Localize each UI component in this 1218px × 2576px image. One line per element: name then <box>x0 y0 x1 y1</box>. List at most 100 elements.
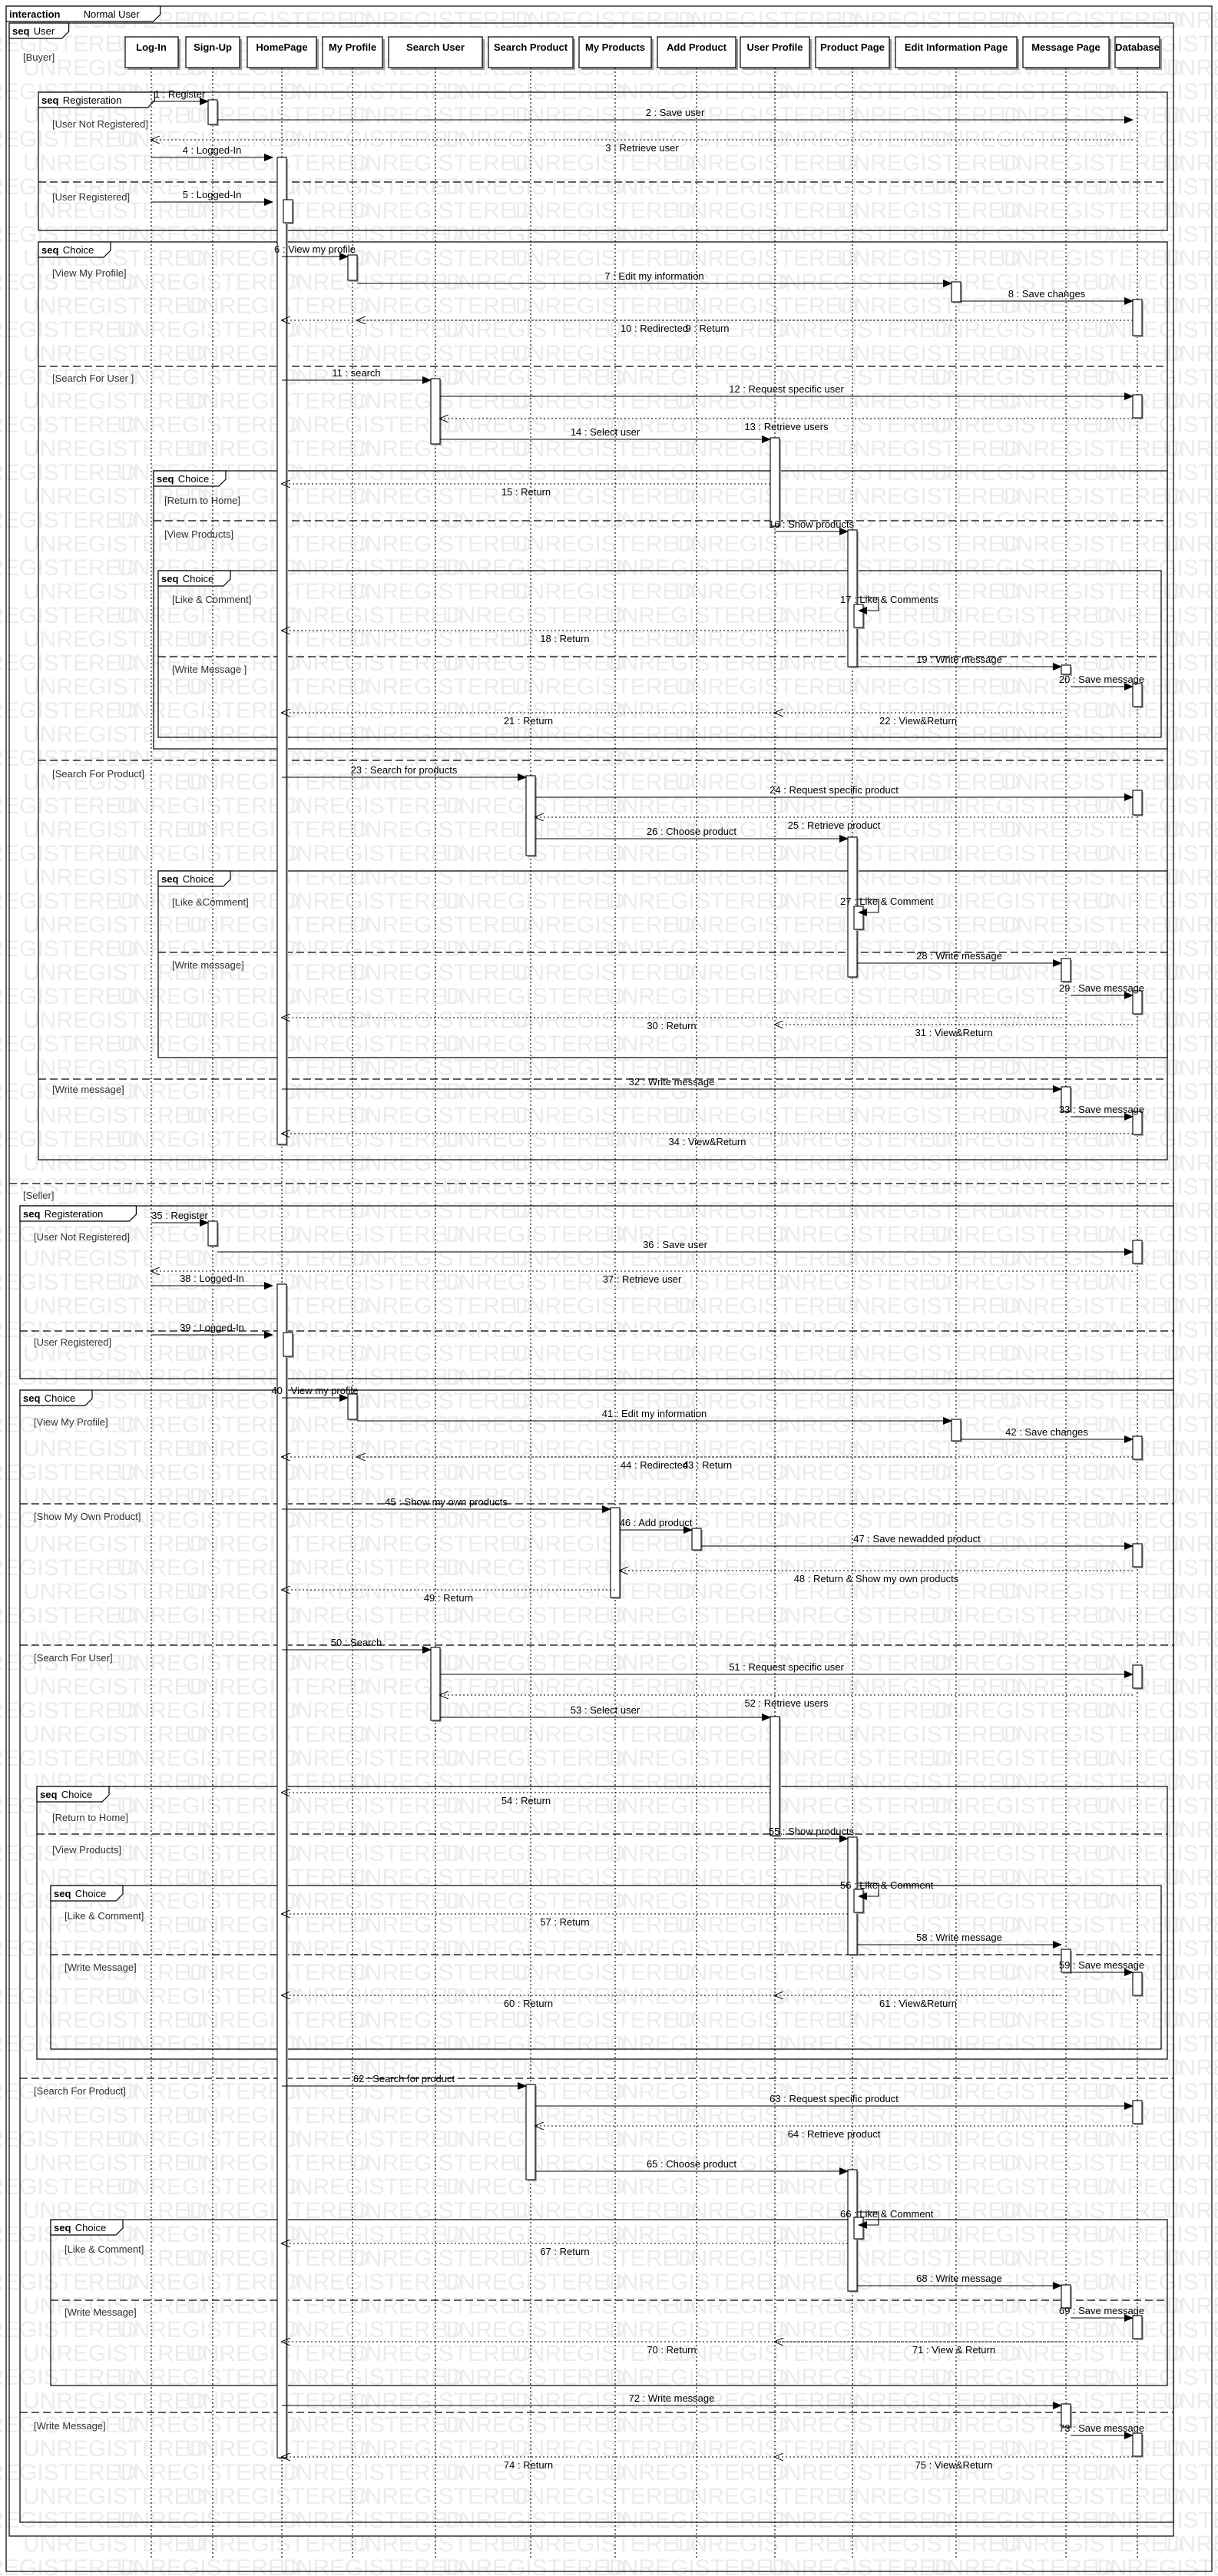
watermark-text: UNREGISTERED <box>837 1579 1020 1604</box>
fragment-keyword: seq <box>161 873 178 885</box>
watermark-text: UNREGISTERED <box>931 222 1114 247</box>
watermark-text: UNREGISTERED <box>511 912 694 938</box>
activation-bar <box>525 2084 536 2180</box>
lifeline-head: Product Page <box>815 36 892 70</box>
watermark-text: UNREGISTERED <box>0 1270 137 1295</box>
watermark-text: UNREGISTERED <box>442 603 625 628</box>
watermark-text: UNREGISTERED <box>117 174 300 200</box>
watermark-text: UNREGISTERED <box>349 960 531 985</box>
watermark-text: UNREGISTERED <box>280 1079 462 1104</box>
watermark-text: UNREGISTERED <box>1000 2484 1183 2509</box>
watermark-text: UNREGISTERED <box>674 1865 857 1890</box>
watermark-text: UNREGISTERED <box>442 1079 625 1104</box>
message: 49 : Return <box>282 1590 615 1604</box>
watermark-text: UNREGISTERED <box>768 2174 951 2200</box>
message: 55 : Show products <box>769 1826 855 1843</box>
watermark-text: UNREGISTERED <box>280 936 462 962</box>
guard-condition: [Search For User ] <box>52 372 134 384</box>
watermark-text: UNREGISTERED <box>280 2031 462 2057</box>
fragment-keyword: seq <box>54 2222 71 2233</box>
watermark-text: UNREGISTERED <box>1163 1531 1218 1557</box>
watermark-text: UNREGISTERED <box>442 984 625 1009</box>
watermark-text: UNREGISTERED <box>442 2270 625 2295</box>
activation-bar <box>283 1332 293 1357</box>
watermark-text: UNREGISTERED <box>0 508 137 533</box>
watermark-text: UNREGISTERED <box>837 293 1020 319</box>
message-label: 38 : Logged-In <box>180 1273 244 1284</box>
message-label: 47 : Save newadded product <box>853 1533 981 1545</box>
watermark-text: UNREGISTERED <box>442 2460 625 2485</box>
lifeline-name: HomePage <box>256 41 307 53</box>
lifeline-name: Add Product <box>667 41 727 53</box>
watermark-text: UNREGISTERED <box>837 341 1020 366</box>
watermark-text: UNREGISTERED <box>1094 127 1218 152</box>
watermark-text: UNREGISTERED <box>931 2460 1114 2485</box>
watermark-text: UNREGISTERED <box>931 841 1114 866</box>
watermark-text: UNREGISTERED <box>1000 436 1183 462</box>
activation-bar <box>430 1647 441 1721</box>
fragment-name: Choice <box>63 244 94 256</box>
watermark-text: UNREGISTERED <box>117 841 300 866</box>
watermark-text: UNREGISTERED <box>1000 1341 1183 1366</box>
watermark-text: UNREGISTERED <box>442 1651 625 1676</box>
watermark-text: UNREGISTERED <box>1000 2151 1183 2176</box>
watermark-text: UNREGISTERED <box>1000 1674 1183 1700</box>
watermark-text: UNREGISTERED <box>280 1317 462 1343</box>
watermark-text: UNREGISTERED <box>674 484 857 509</box>
lifeline-head: Search Product <box>488 36 575 70</box>
watermark-text: UNREGISTERED <box>0 1412 137 1438</box>
guard-condition: [Buyer] <box>23 51 55 63</box>
watermark-text: UNREGISTERED <box>837 1912 1020 1938</box>
watermark-text: UNREGISTERED <box>511 1722 694 1747</box>
watermark-text: UNREGISTERED <box>837 2531 1020 2557</box>
watermark-text: UNREGISTERED <box>931 698 1114 723</box>
watermark-text: UNREGISTERED <box>23 1531 206 1557</box>
watermark-text: UNREGISTERED <box>1094 222 1218 247</box>
watermark-text: UNREGISTERED <box>117 651 300 676</box>
message-label: 74 : Return <box>504 2459 553 2471</box>
message: 42 : Save changes <box>961 1426 1134 1443</box>
guard-condition: [Like &Comment] <box>172 896 249 908</box>
watermark-text: UNREGISTERED <box>0 793 137 819</box>
message: 52 : Retrieve users <box>440 1695 1133 1709</box>
activation-bar <box>853 2217 864 2240</box>
watermark-text: UNREGISTERED <box>442 2222 625 2247</box>
message: 74 : Return <box>282 2457 775 2471</box>
fragment-keyword: seq <box>12 25 29 37</box>
watermark-text: UNREGISTERED <box>23 341 206 366</box>
watermark-text: UNREGISTERED <box>442 889 625 914</box>
watermark-text: UNREGISTERED <box>23 1151 206 1176</box>
lifeline-head: Search User <box>388 36 485 70</box>
message-label: 60 : Return <box>504 1998 553 2009</box>
lifeline-name: User Profile <box>747 41 803 53</box>
watermark-text: UNREGISTERED <box>837 1722 1020 1747</box>
watermark-text: UNREGISTERED <box>0 2460 137 2485</box>
watermark-text: UNREGISTERED <box>605 2508 788 2533</box>
watermark-text: UNREGISTERED <box>0 1222 137 1247</box>
watermark-text: UNREGISTERED <box>1000 2436 1183 2462</box>
watermark-text: UNREGISTERED <box>117 603 300 628</box>
watermark-text: UNREGISTERED <box>23 770 206 795</box>
watermark-text: UNREGISTERED <box>1163 55 1218 81</box>
message-label: 55 : Show products <box>769 1826 855 1837</box>
guard-condition: [User Registered] <box>34 1336 111 1348</box>
watermark-text: UNREGISTERED <box>768 1270 951 1295</box>
message: 6 : View my profile <box>274 243 356 260</box>
watermark-text: UNREGISTERED <box>280 1174 462 1200</box>
watermark-text: UNREGISTERED <box>442 651 625 676</box>
watermark-text: UNREGISTERED <box>511 865 694 890</box>
watermark-text: UNREGISTERED <box>931 1127 1114 1152</box>
watermark-text: UNREGISTERED <box>349 1389 531 1414</box>
activation-bar <box>1132 1240 1143 1264</box>
watermark-text: UNREGISTERED <box>1000 1198 1183 1223</box>
watermark-text: UNREGISTERED <box>605 2270 788 2295</box>
watermark-text: UNREGISTERED <box>349 2484 531 2509</box>
watermark-text: UNREGISTERED <box>511 246 694 271</box>
activation-bar <box>1132 1543 1143 1568</box>
watermark-text: UNREGISTERED <box>1163 1484 1218 1509</box>
message: 67 : Return <box>282 2243 848 2257</box>
watermark-text: UNREGISTERED <box>837 1627 1020 1652</box>
watermark-text: UNREGISTERED <box>1000 293 1183 319</box>
watermark-text: UNREGISTERED <box>23 2103 206 2128</box>
